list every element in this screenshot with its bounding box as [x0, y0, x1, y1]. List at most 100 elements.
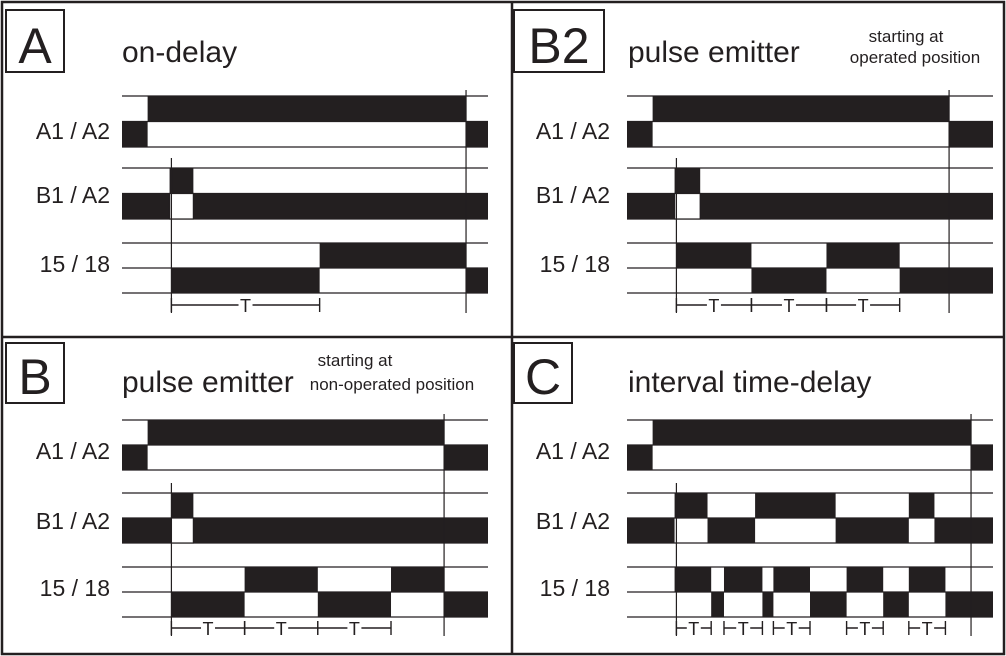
low-segment [627, 121, 653, 147]
pulse-segment [171, 493, 194, 518]
timer-label: T [708, 296, 719, 316]
timer-label-bg [686, 619, 701, 637]
high-segment [652, 96, 950, 122]
panel-letter-box [513, 9, 605, 73]
signal-label-15-18: 15 / 18 [40, 575, 110, 601]
low-segment [627, 193, 675, 219]
signal-label-a1-a2: A1 / A2 [536, 438, 610, 464]
pulse-segment [169, 168, 194, 194]
signal-label-b1-a2: B1 / A2 [36, 508, 110, 534]
signal-label-15-18: 15 / 18 [40, 251, 110, 277]
panel-letter-box [5, 342, 65, 404]
panel-subtitle-line-1: starting at [869, 27, 944, 46]
timer-label-bg [238, 296, 253, 314]
timer-label: T [349, 619, 360, 639]
timer-label-bg [856, 296, 871, 314]
low-segment [707, 518, 756, 543]
low-segment [466, 121, 488, 147]
timer-label: T [276, 619, 287, 639]
pulse-gap [170, 517, 194, 544]
high-segment [319, 243, 467, 268]
low-segment [122, 445, 148, 470]
low-segment [751, 268, 827, 293]
timer-label-bg [706, 296, 721, 314]
high-segment [391, 567, 445, 592]
low-segment [711, 592, 724, 617]
timer-label: T [203, 619, 214, 639]
low-segment [835, 518, 909, 543]
signal-label-b1-a2: B1 / A2 [536, 508, 610, 534]
high-segment [147, 96, 467, 122]
low-segment [945, 592, 993, 617]
low-segment [700, 193, 993, 219]
signal-label-15-18: 15 / 18 [540, 575, 610, 601]
panel-B2: B2 pulse emitter starting at operated po… [513, 9, 993, 316]
high-segment [755, 493, 836, 518]
timer-label-bg [784, 619, 799, 637]
high-segment [674, 567, 712, 592]
signal-label-b1-a2: B1 / A2 [36, 182, 110, 208]
low-segment [122, 121, 148, 147]
timer-label-bg [347, 619, 362, 637]
timer-label-bg [781, 296, 796, 314]
waveforms: T [122, 90, 488, 316]
high-segment [846, 567, 884, 592]
panel-title: interval time-delay [628, 366, 871, 399]
timer-label: T [738, 619, 749, 639]
signal-label-a1-a2: A1 / A2 [36, 438, 110, 464]
low-segment [949, 121, 993, 147]
panel-title: on-delay [122, 36, 237, 69]
low-segment [627, 518, 675, 543]
panel-title: pulse emitter [122, 366, 294, 399]
low-segment [317, 592, 392, 617]
low-segment [444, 445, 488, 470]
signal-label-b1-a2: B1 / A2 [536, 182, 610, 208]
panel-letter: A [18, 18, 52, 74]
high-segment [773, 567, 810, 592]
signal-label-a1-a2: A1 / A2 [36, 118, 110, 144]
low-segment [899, 268, 993, 293]
low-segment [193, 518, 488, 543]
timer-label: T [786, 619, 797, 639]
panel-letter-box [513, 342, 573, 404]
low-segment [171, 592, 245, 617]
panel-subtitle-line-2: non-operated position [310, 375, 474, 394]
timer-label: T [688, 619, 699, 639]
panel-C: C interval time-delay A1 / A2 B1 / A2 15… [513, 342, 993, 639]
low-segment [171, 268, 320, 293]
timer-label: T [859, 619, 870, 639]
panel-letter: C [525, 349, 561, 405]
timer-label-bg [274, 619, 289, 637]
timer-label: T [922, 619, 933, 639]
panel-subtitle-line-2: operated position [850, 48, 980, 67]
low-segment [810, 592, 847, 617]
pulse-gap [168, 192, 194, 220]
timer-label-bg [736, 619, 751, 637]
low-segment [444, 592, 488, 617]
low-segment [934, 518, 993, 543]
high-segment [723, 567, 763, 592]
high-segment [147, 420, 445, 445]
signal-label-a1-a2: A1 / A2 [536, 118, 610, 144]
pulse-segment [674, 168, 701, 194]
high-segment [908, 567, 946, 592]
high-segment [908, 493, 935, 518]
pulse-gap [673, 192, 701, 220]
panel-letter: B [18, 349, 51, 405]
panel-B: B pulse emitter starting at non-operated… [5, 342, 488, 639]
timer-label-bg [201, 619, 216, 637]
timer-label-bg [857, 619, 872, 637]
low-segment [971, 445, 993, 470]
high-segment [244, 567, 318, 592]
timer-label: T [858, 296, 869, 316]
low-segment [122, 518, 172, 543]
timer-label: T [240, 296, 251, 316]
low-segment [193, 193, 488, 219]
high-segment [674, 493, 708, 518]
panel-title: pulse emitter [628, 36, 800, 69]
high-segment [676, 243, 752, 268]
panel-subtitle-line-1: starting at [318, 351, 393, 370]
